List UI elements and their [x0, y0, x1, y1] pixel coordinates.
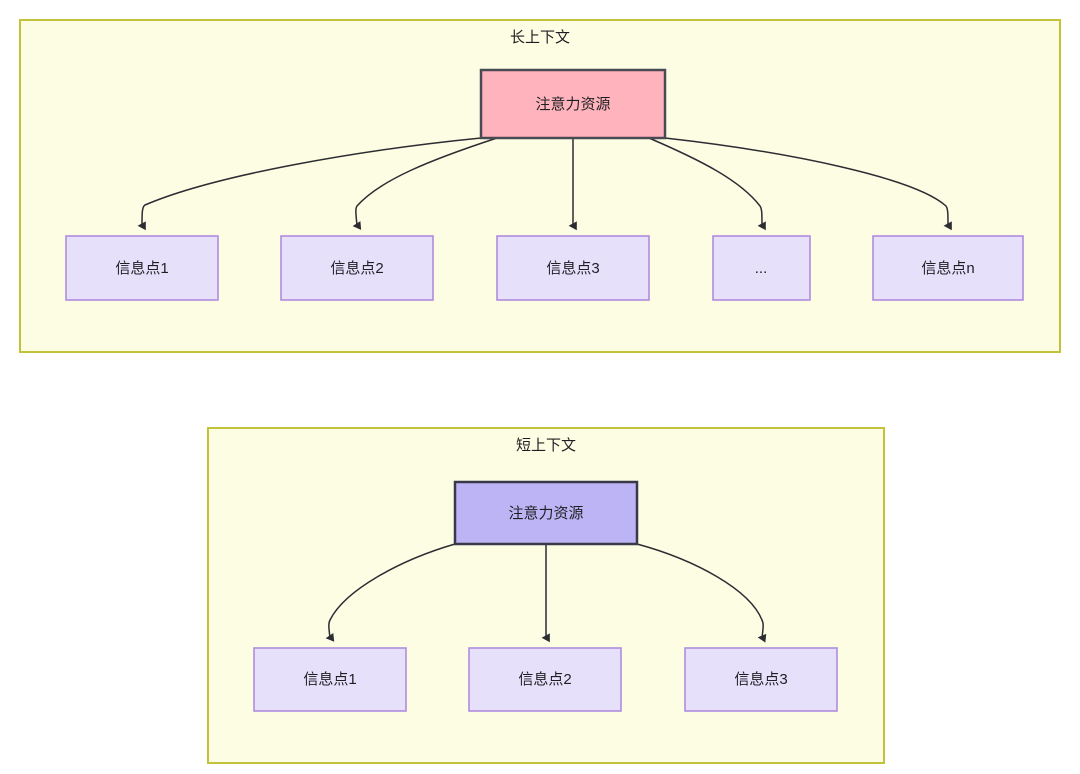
leaf-node-label: 信息点3	[734, 671, 787, 688]
leaf-node-short-2[interactable]: 信息点2	[468, 647, 622, 712]
panel-title-short-context: 短上下文	[516, 437, 576, 454]
edge-root-to-leaf-1	[325, 543, 456, 642]
panel-short-context: 短上下文 注意力资源 信息点1 信息点2 信息点3	[207, 427, 885, 764]
leaf-node-label: 信息点1	[303, 671, 356, 688]
edge-root-to-leaf-2	[352, 137, 498, 230]
root-node-long-context[interactable]: 注意力资源	[479, 68, 667, 140]
edge-root-to-leaf-3	[636, 543, 767, 643]
leaf-node-short-1[interactable]: 信息点1	[253, 647, 407, 712]
leaf-node-short-3[interactable]: 信息点3	[684, 647, 838, 712]
leaf-node-long-3[interactable]: 信息点3	[496, 235, 650, 301]
leaf-node-label: 信息点n	[921, 260, 974, 277]
edge-root-to-leaf-n	[664, 137, 952, 231]
root-node-short-context[interactable]: 注意力资源	[453, 480, 639, 546]
root-node-box-short[interactable]	[453, 480, 639, 546]
leaf-node-label: ...	[755, 260, 768, 277]
leaf-node-box[interactable]	[280, 235, 434, 301]
root-node-box-long[interactable]	[479, 68, 667, 140]
leaf-node-box[interactable]	[712, 235, 811, 301]
leaf-node-box[interactable]	[65, 235, 219, 301]
leaf-node-box[interactable]	[496, 235, 650, 301]
leaf-node-box[interactable]	[253, 647, 407, 712]
panel-title-long-context: 长上下文	[510, 29, 570, 46]
leaf-node-label: 信息点3	[546, 260, 599, 277]
leaf-node-box[interactable]	[684, 647, 838, 712]
leaf-node-box[interactable]	[872, 235, 1024, 301]
edges-long-context	[137, 137, 952, 231]
leaf-node-long-n[interactable]: 信息点n	[872, 235, 1024, 301]
leaf-node-box[interactable]	[468, 647, 622, 712]
leaf-node-label: 信息点2	[518, 671, 571, 688]
edge-root-to-leaf-1	[137, 137, 482, 231]
leaf-node-long-2[interactable]: 信息点2	[280, 235, 434, 301]
leaf-node-long-ellipsis[interactable]: ...	[712, 235, 811, 301]
panel-long-context: 长上下文 注意力资源 信息点1 信息点2	[19, 19, 1061, 353]
edges-short-context	[325, 543, 767, 643]
leaf-node-label: 信息点2	[330, 260, 383, 277]
root-node-label-short: 注意力资源	[508, 504, 583, 522]
edge-root-to-leaf-ellipsis	[648, 137, 766, 231]
leaf-node-long-1[interactable]: 信息点1	[65, 235, 219, 301]
leaf-node-label: 信息点1	[115, 260, 168, 277]
root-node-label-long: 注意力资源	[535, 95, 610, 113]
